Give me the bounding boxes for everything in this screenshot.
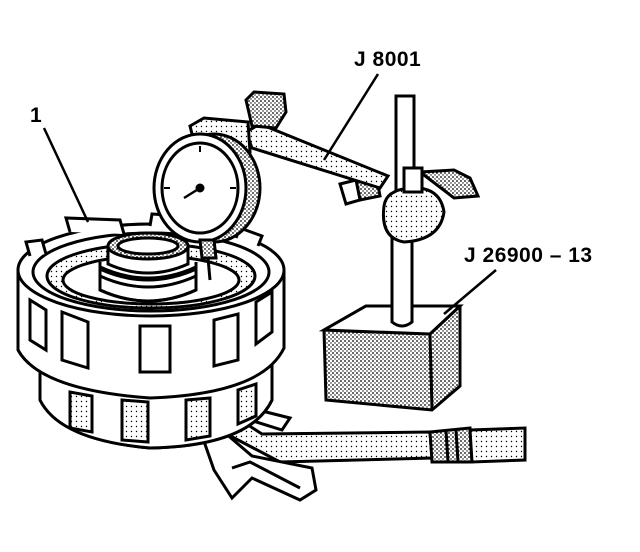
leader-part-1 [42,127,90,223]
callout-dial-indicator: J 8001 [354,48,422,71]
leader-j26900 [443,269,497,315]
clutch-housing [16,212,286,450]
piston [98,231,198,303]
leader-lines [42,73,497,315]
leader-j8001 [322,73,380,161]
dial-indicator [152,90,288,281]
callout-part-1: 1 [30,104,43,127]
callout-magnetic-base: J 26900 – 13 [464,244,593,267]
indicator-arm [244,122,391,190]
